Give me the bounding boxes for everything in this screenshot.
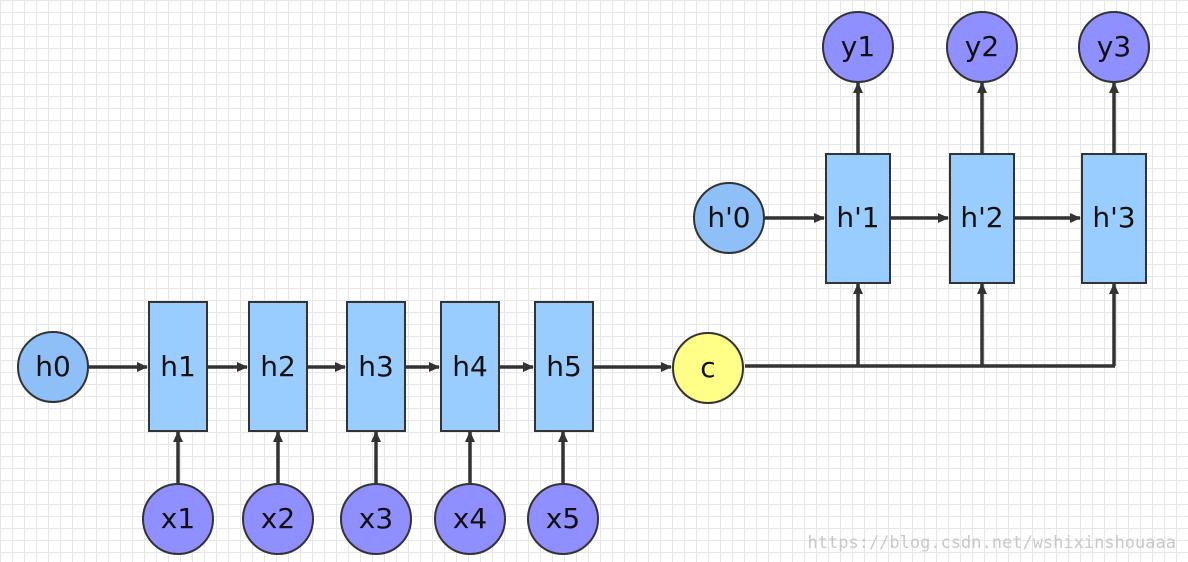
output-y1-label: y1 bbox=[841, 30, 875, 63]
decoder-cell-hp1: h'1 bbox=[825, 153, 891, 284]
output-y2-label: y2 bbox=[965, 30, 999, 63]
encoder-cell-h1: h1 bbox=[148, 301, 208, 432]
output-y3-label: y3 bbox=[1097, 30, 1131, 63]
input-x4: x4 bbox=[434, 483, 506, 555]
context-vector-label: c bbox=[700, 351, 715, 384]
input-x1: x1 bbox=[142, 483, 214, 555]
encoder-cell-h5: h5 bbox=[534, 301, 594, 432]
input-x3: x3 bbox=[340, 483, 412, 555]
encoder-cell-h5-label: h5 bbox=[546, 350, 582, 383]
decoder-cell-hp2: h'2 bbox=[949, 153, 1015, 284]
output-y3: y3 bbox=[1078, 11, 1150, 83]
node-h0: h0 bbox=[17, 331, 89, 403]
encoder-cell-h2-label: h2 bbox=[260, 350, 296, 383]
decoder-edges bbox=[765, 82, 1119, 223]
node-hp0: h'0 bbox=[693, 182, 765, 254]
encoder-cell-h3: h3 bbox=[346, 301, 406, 432]
input-x2: x2 bbox=[242, 483, 314, 555]
encoder-cell-h4: h4 bbox=[440, 301, 500, 432]
input-x5: x5 bbox=[527, 483, 599, 555]
encoder-cell-h2: h2 bbox=[248, 301, 308, 432]
input-x3-label: x3 bbox=[359, 502, 393, 535]
input-x1-label: x1 bbox=[161, 502, 195, 535]
watermark: https://blog.csdn.net/wshixinshouaaa bbox=[808, 533, 1176, 553]
decoder-cell-hp3: h'3 bbox=[1081, 153, 1147, 284]
decoder-cell-hp1-label: h'1 bbox=[836, 201, 879, 234]
encoder-cell-h3-label: h3 bbox=[358, 350, 394, 383]
output-y2: y2 bbox=[946, 11, 1018, 83]
encoder-edges bbox=[89, 362, 672, 483]
decoder-cell-hp2-label: h'2 bbox=[960, 201, 1003, 234]
input-x5-label: x5 bbox=[546, 502, 580, 535]
encoder-cell-h1-label: h1 bbox=[160, 350, 196, 383]
context-edges bbox=[745, 283, 1119, 368]
input-x2-label: x2 bbox=[261, 502, 295, 535]
node-h0-label: h0 bbox=[35, 350, 71, 383]
input-x4-label: x4 bbox=[453, 502, 487, 535]
output-y1: y1 bbox=[822, 11, 894, 83]
encoder-cell-h4-label: h4 bbox=[452, 350, 488, 383]
decoder-cell-hp3-label: h'3 bbox=[1092, 201, 1135, 234]
node-hp0-label: h'0 bbox=[707, 201, 750, 234]
context-vector: c bbox=[672, 332, 744, 404]
